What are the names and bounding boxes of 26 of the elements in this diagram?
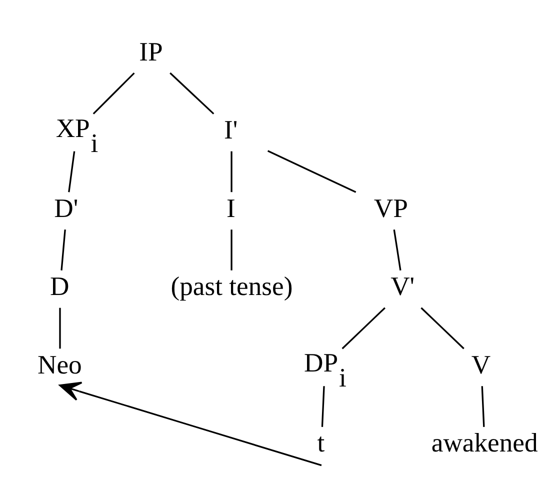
connector [92,72,135,114]
node-text: I [226,192,236,222]
connector [321,386,325,426]
connector [342,306,386,349]
node-text: VP [374,192,408,222]
connector [393,228,402,270]
connector [481,386,485,426]
node-text: I' [224,114,238,144]
node-text: Neo [38,348,82,379]
node-text: D' [54,192,78,222]
connector [59,307,61,348]
node-text: awakened [431,427,538,458]
node-text: IP [139,36,163,66]
connector [420,306,464,349]
node-text: V [471,348,491,379]
connector [230,229,232,270]
node-text: t [317,427,325,458]
connector [60,229,66,270]
node-text: D [50,270,70,301]
node-text: V' [390,270,415,301]
node-text: (past tense) [170,270,293,301]
connector [68,150,76,192]
connector [230,150,232,192]
connector [170,72,214,114]
arrow [59,381,322,466]
connector [267,150,356,192]
